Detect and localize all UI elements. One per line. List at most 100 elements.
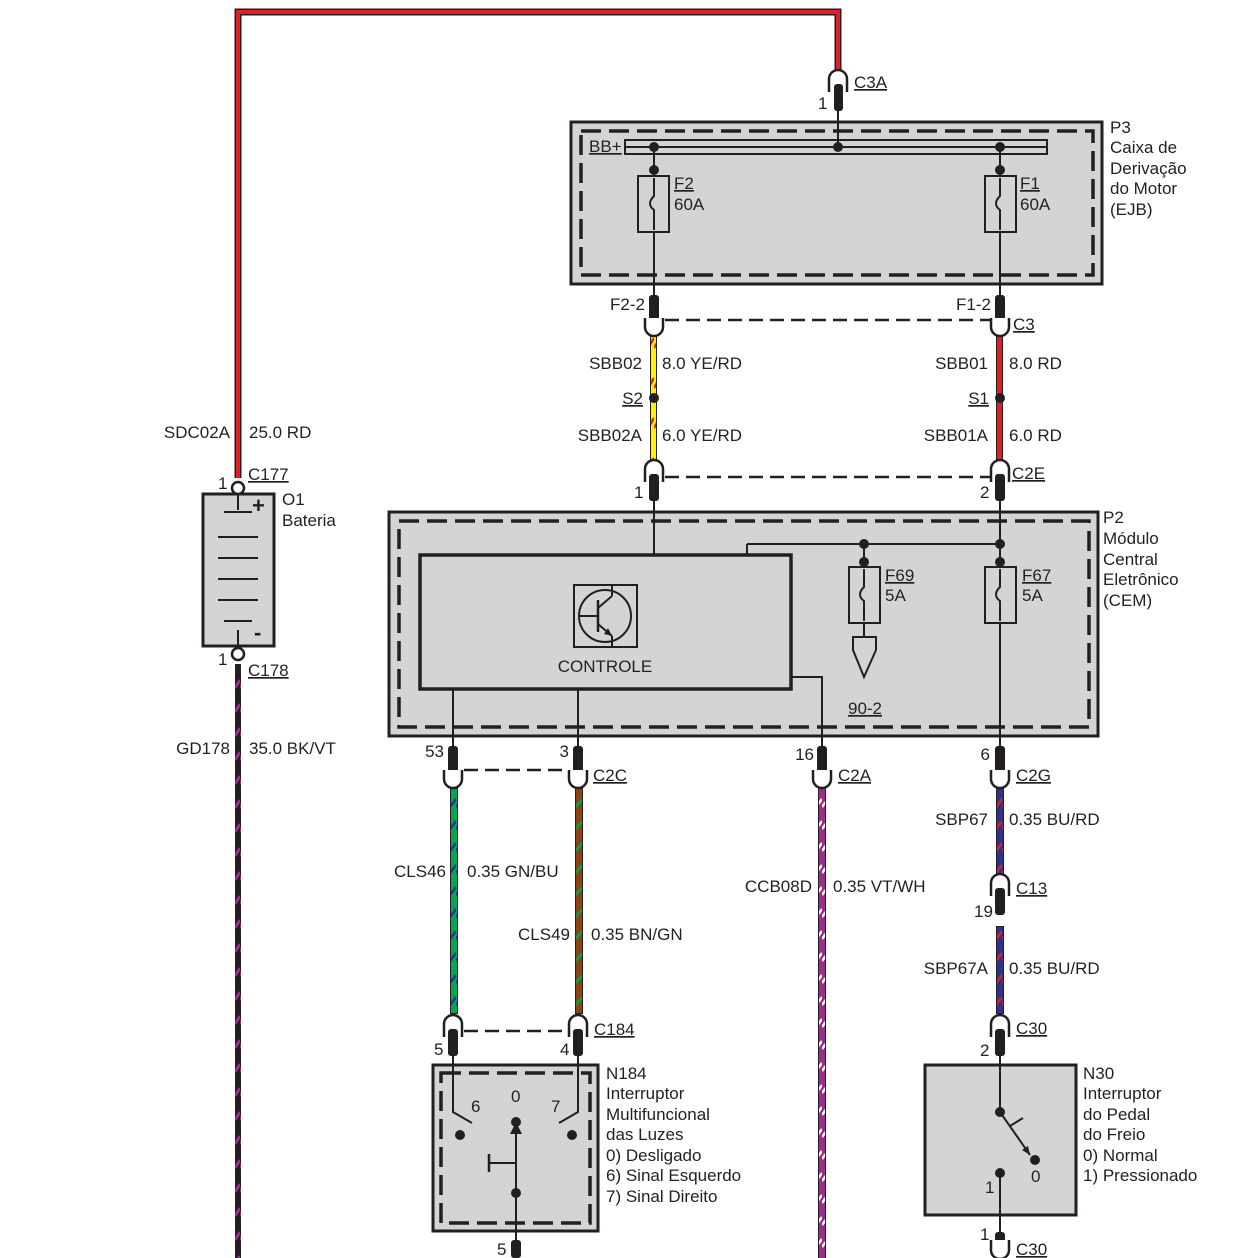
wire-sbb01a-id: SBB01A [924, 426, 989, 445]
wire-sdc02a-spec: 25.0 RD [249, 423, 311, 442]
wire-sbp67a-spec: 0.35 BU/RD [1009, 959, 1100, 978]
battery-plus-label: + [252, 493, 265, 518]
ejb-line4: (EJB) [1110, 200, 1153, 219]
splice-s2-label: S2 [622, 389, 643, 408]
battery-bottom-pin: 1 [218, 650, 227, 669]
connector-c3a-label: C3A [854, 73, 888, 92]
connector-c184-label: C184 [594, 1020, 635, 1039]
splice-s1-label: S1 [968, 389, 989, 408]
wire-ccb08d-spec: 0.35 VT/WH [833, 877, 926, 896]
wire-ccb08d-id: CCB08D [745, 877, 812, 896]
n30-line2: do Pedal [1083, 1105, 1150, 1124]
connector-c30-label: C30 [1016, 1019, 1047, 1038]
wire-sbb02-id: SBB02 [589, 354, 642, 373]
connector-c2a-pin: 16 [795, 745, 814, 764]
cem-id: P2 [1103, 508, 1124, 527]
cem-line2: Central [1103, 550, 1158, 569]
connector-c30 [989, 1013, 1011, 1056]
fuse-f2-rating: 60A [674, 195, 705, 214]
connector-c2c [442, 746, 589, 790]
fuse-f2-pin: F2-2 [610, 295, 645, 314]
wire-cls46-spec: 0.35 GN/BU [467, 862, 559, 881]
connector-c178-label: C178 [248, 661, 289, 680]
wire-sbb02a-id: SBB02A [578, 426, 643, 445]
n184-line1: Interruptor [606, 1084, 685, 1103]
fuse-f1-pin: F1-2 [956, 295, 991, 314]
connector-c30-bottom-label: C30 [1016, 1240, 1047, 1258]
wire-gd178-id: GD178 [176, 739, 230, 758]
connector-c184-pin-right: 4 [560, 1040, 569, 1059]
wire-sbb01-spec: 8.0 RD [1009, 354, 1062, 373]
battery-symbol [201, 480, 276, 662]
connector-c2c-pin-b: 3 [560, 742, 569, 761]
connector-c13 [989, 872, 1011, 915]
battery-top-pin: 1 [218, 474, 227, 493]
wire-sbp67-spec: 0.35 BU/RD [1009, 810, 1100, 829]
fuse-f1-rating: 60A [1020, 195, 1051, 214]
wire-gd178-spec: 35.0 BK/VT [249, 739, 336, 758]
wire-sbb02a-spec: 6.0 YE/RD [662, 426, 742, 445]
connector-c30-bottom-pin: 1 [980, 1225, 989, 1244]
connector-c184 [442, 1013, 589, 1056]
ejb-id: P3 [1110, 118, 1131, 137]
cem-box [387, 500, 1100, 746]
wire-cls49-id: CLS49 [518, 925, 570, 944]
connector-c2e-label: C2E [1012, 464, 1045, 483]
splice-s2-dot [649, 393, 659, 403]
transistor-icon [573, 584, 638, 648]
busbar-label: BB+ [589, 137, 622, 156]
connector-c2a [811, 746, 833, 790]
wire-sdc02a [234, 8, 842, 478]
n184-switch [431, 1056, 600, 1258]
n184-line3: das Luzes [606, 1125, 684, 1144]
cem-line3: Eletrônico [1103, 570, 1179, 589]
connector-c2g-pin: 6 [981, 745, 990, 764]
connector-c3 [643, 295, 1011, 338]
wire-cls49 [575, 788, 583, 1014]
fuse-f69-id: F69 [885, 566, 914, 585]
connector-c3a-pin: 1 [818, 94, 827, 113]
wire-gd178 [235, 664, 241, 1258]
connector-c13-label: C13 [1016, 879, 1047, 898]
n184-line2: Multifuncional [606, 1105, 710, 1124]
n184-state0: 0) Desligado [606, 1146, 701, 1165]
wire-sdc02a-id: SDC02A [164, 423, 231, 442]
wire-cls46-id: CLS46 [394, 862, 446, 881]
ejb-line3: do Motor [1110, 179, 1177, 198]
n184-pos7: 7 [551, 1097, 560, 1116]
n184-pos0: 0 [511, 1087, 520, 1106]
fuse-f69-rating: 5A [885, 586, 906, 605]
connector-c3a [827, 68, 849, 111]
n184-pin-bottom: 5 [497, 1240, 506, 1258]
wire-cls49-spec: 0.35 BN/GN [591, 925, 683, 944]
fuse-f67-rating: 5A [1022, 586, 1043, 605]
ejb-box [569, 95, 1104, 296]
connector-c3-label: C3 [1013, 315, 1035, 334]
connector-c2c-label: C2C [593, 766, 627, 785]
ejb-line1: Caixa de [1110, 138, 1177, 157]
splice-s1-dot [995, 393, 1005, 403]
n184-pos6: 6 [471, 1097, 480, 1116]
wire-cls46 [450, 788, 458, 1014]
connector-c177-label: C177 [248, 465, 289, 484]
connector-c2e-pin2: 2 [980, 483, 989, 502]
battery-minus-label: - [254, 620, 261, 645]
n30-id: N30 [1083, 1064, 1114, 1083]
fuse-f67-id: F67 [1022, 566, 1051, 585]
connector-c2g [989, 746, 1011, 790]
n30-state1: 1) Pressionado [1083, 1166, 1197, 1185]
controller-label: CONTROLE [558, 657, 652, 676]
connector-c13-pin: 19 [974, 902, 993, 921]
wire-sbp67a-id: SBP67A [924, 959, 989, 978]
ejb-line2: Derivação [1110, 159, 1187, 178]
n30-pos1: 1 [985, 1178, 994, 1197]
wire-sbp67-id: SBP67 [935, 810, 988, 829]
n30-switch [923, 1056, 1078, 1258]
n30-line1: Interruptor [1083, 1084, 1162, 1103]
connector-c30-pin: 2 [980, 1041, 989, 1060]
connector-c2g-label: C2G [1016, 766, 1051, 785]
connector-c2e [643, 458, 1011, 501]
wire-sbb01a-spec: 6.0 RD [1009, 426, 1062, 445]
fuse-f1-id: F1 [1020, 174, 1040, 193]
